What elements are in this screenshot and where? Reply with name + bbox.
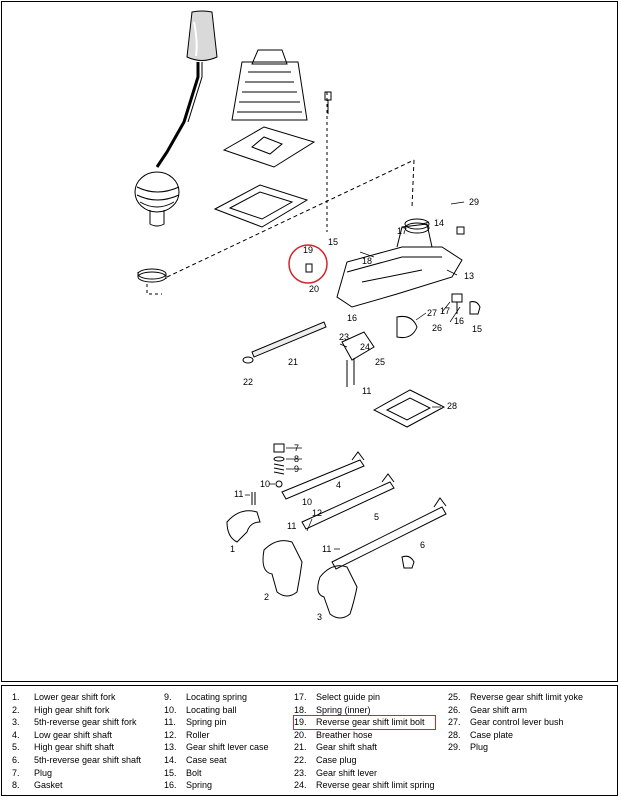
callout-label: 11 (362, 386, 371, 396)
legend-item: 18.Spring (inner) (294, 704, 371, 715)
legend-item: 7.Plug (12, 767, 53, 778)
highlight-circle (288, 244, 328, 284)
callout-label: 12 (312, 508, 322, 518)
legend-item: 23.Gear shift lever (294, 767, 378, 778)
callout-label: 6 (420, 540, 425, 550)
legend-item: 22.Case plug (294, 754, 357, 765)
callout-label: 20 (309, 284, 319, 294)
callout-label: 1 (230, 544, 235, 554)
callout-label: 10 (260, 479, 270, 489)
legend-item: 29.Plug (448, 742, 489, 753)
lever-ball (134, 171, 180, 213)
callout-label: 11 (322, 544, 331, 554)
gear-shift-lever-case (336, 223, 463, 308)
legend-column-2: 9.Locating spring 10.Locating ball 11.Sp… (164, 691, 269, 792)
shift-lever-rod (155, 62, 200, 168)
legend-item: 15.Bolt (164, 767, 202, 778)
reverse-gear-shift-fork (317, 565, 358, 619)
legend-item: 8.Gasket (12, 780, 63, 791)
callout-label: 26 (432, 323, 442, 333)
boot-seat (222, 126, 316, 168)
legend-column-4: 25.Reverse gear shift limit yoke 26.Gear… (448, 691, 583, 754)
legend-item: 25.Reverse gear shift limit yoke (448, 692, 584, 702)
gear-shift-shaft (251, 321, 327, 358)
diagram-drawing: 1 2 3 4 5 6 7 8 9 10 10 11 11 11 11 12 1… (134, 10, 482, 622)
rubber-boot (231, 49, 308, 121)
reverse-gear-shift-shaft (331, 506, 447, 570)
legend-item-highlighted: 19.Reverse gear shift limit bolt (293, 715, 436, 730)
legend-item: 1.Lower gear shift fork (12, 692, 116, 702)
lower-gear-shift-fork (226, 510, 261, 543)
callout-label: 24 (360, 342, 370, 352)
legend-item: 3.5th-reverse gear shift fork (12, 717, 137, 728)
callout-label: 16 (347, 313, 357, 323)
legend-item: 11.Spring pin (164, 717, 227, 728)
callout-label: 11 (287, 521, 296, 531)
legend-item: 20.Breather hose (294, 729, 373, 740)
shift-knob (186, 10, 218, 61)
callout-label: 15 (472, 324, 482, 334)
callout-label: 11 (234, 489, 243, 499)
callout-label: 22 (243, 377, 253, 387)
legend-item: 4.Low gear shift shaft (12, 729, 113, 740)
legend-item: 5.High gear shift shaft (12, 742, 115, 753)
case-plate (372, 389, 446, 428)
legend-item: 12.Roller (164, 729, 210, 740)
legend-item: 2.High gear shift fork (12, 704, 110, 715)
callout-label: 21 (288, 357, 298, 367)
callout-label: 15 (328, 237, 338, 247)
callout-label: 17 (440, 306, 450, 316)
snap-ring (137, 268, 167, 280)
callout-label: 13 (464, 271, 474, 281)
callout-label: 28 (447, 401, 457, 411)
legend-item: 21.Gear shift shaft (294, 742, 378, 753)
legend-item: 13.Gear shift lever case (164, 742, 269, 753)
legend-column-1: 1.Lower gear shift fork 2.High gear shif… (12, 691, 141, 792)
callout-label: 19 (303, 245, 313, 255)
legend-item: 14.Case seat (164, 754, 227, 765)
callout-label: 27 (427, 308, 437, 318)
callout-label: 16 (454, 316, 464, 326)
callout-label: 5 (374, 512, 379, 522)
high-gear-shift-fork (262, 540, 303, 597)
callout-label: 23 (339, 332, 349, 342)
callout-label: 14 (434, 218, 444, 228)
legend-item: 24.Reverse gear shift limit spring (294, 780, 435, 791)
callout-label: 2 (264, 592, 269, 602)
high-gear-shift-shaft (301, 481, 395, 530)
legend-item: 10.Locating ball (164, 704, 237, 715)
callout-label: 18 (362, 256, 372, 266)
callout-label: 10 (302, 497, 312, 507)
gasket-plate (213, 184, 309, 228)
callout-label: 29 (469, 197, 479, 207)
parts-legend: 1.Lower gear shift fork 2.High gear shif… (1, 685, 618, 796)
legend-item: 27.Gear control lever bush (448, 717, 564, 728)
callout-label: 3 (317, 612, 322, 622)
callout-label: 17 (397, 226, 407, 236)
legend-column-3: 17.Select guide pin 18.Spring (inner) 19… (293, 691, 436, 792)
low-gear-shift-shaft (281, 459, 365, 500)
legend-item: 9.Locating spring (164, 692, 248, 702)
legend-item: 28.Case plate (448, 729, 514, 740)
legend-item: 6.5th-reverse gear shift shaft (12, 754, 142, 765)
callout-label: 4 (336, 480, 341, 490)
legend-item: 17.Select guide pin (294, 692, 381, 702)
callout-label: 25 (375, 357, 385, 367)
exploded-diagram: 1 2 3 4 5 6 7 8 9 10 10 11 11 11 11 12 1… (1, 1, 618, 682)
legend-item: 16.Spring (164, 780, 213, 791)
legend-item: 26.Gear shift arm (448, 704, 528, 715)
